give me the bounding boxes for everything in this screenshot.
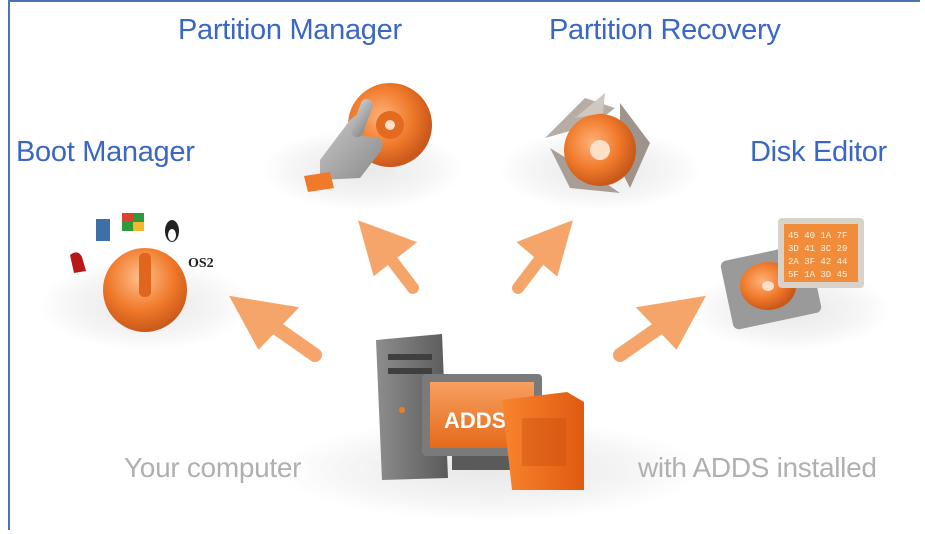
hex-row-3: 2A 3F 42 44: [788, 257, 847, 267]
arrow-icon-partition-manager: [358, 220, 419, 294]
disk-editor-icon: 45 40 1A 7F 3D 41 3C 29 2A 3F 42 44 5F 1…: [720, 218, 864, 330]
screen-text: ADDS: [444, 408, 506, 433]
boot-dial-icon: OS2: [70, 213, 214, 332]
arrow-icon-partition-recovery: [512, 220, 573, 294]
label-disk-editor: Disk Editor: [750, 136, 887, 168]
hex-row-2: 3D 41 3C 29: [788, 244, 847, 254]
recycle-disc-icon: [545, 93, 650, 193]
label-partition-manager: Partition Manager: [178, 14, 402, 46]
caption-adds-installed: with ADDS installed: [638, 452, 877, 483]
caption-your-computer: Your computer: [124, 452, 302, 483]
hand-disc-icon: [304, 83, 432, 192]
os2-label: OS2: [188, 256, 214, 271]
label-partition-recovery: Partition Recovery: [549, 14, 781, 46]
label-boot-manager: Boot Manager: [16, 136, 195, 168]
arrow-icon-disk-editor: [613, 295, 706, 362]
diagram-frame: [8, 0, 920, 530]
arrow-icon-boot: [229, 295, 322, 362]
hex-row-1: 45 40 1A 7F: [788, 231, 847, 241]
hex-row-4: 5F 1A 3D 45: [788, 270, 847, 280]
computer-icon: ADDS: [376, 334, 584, 490]
